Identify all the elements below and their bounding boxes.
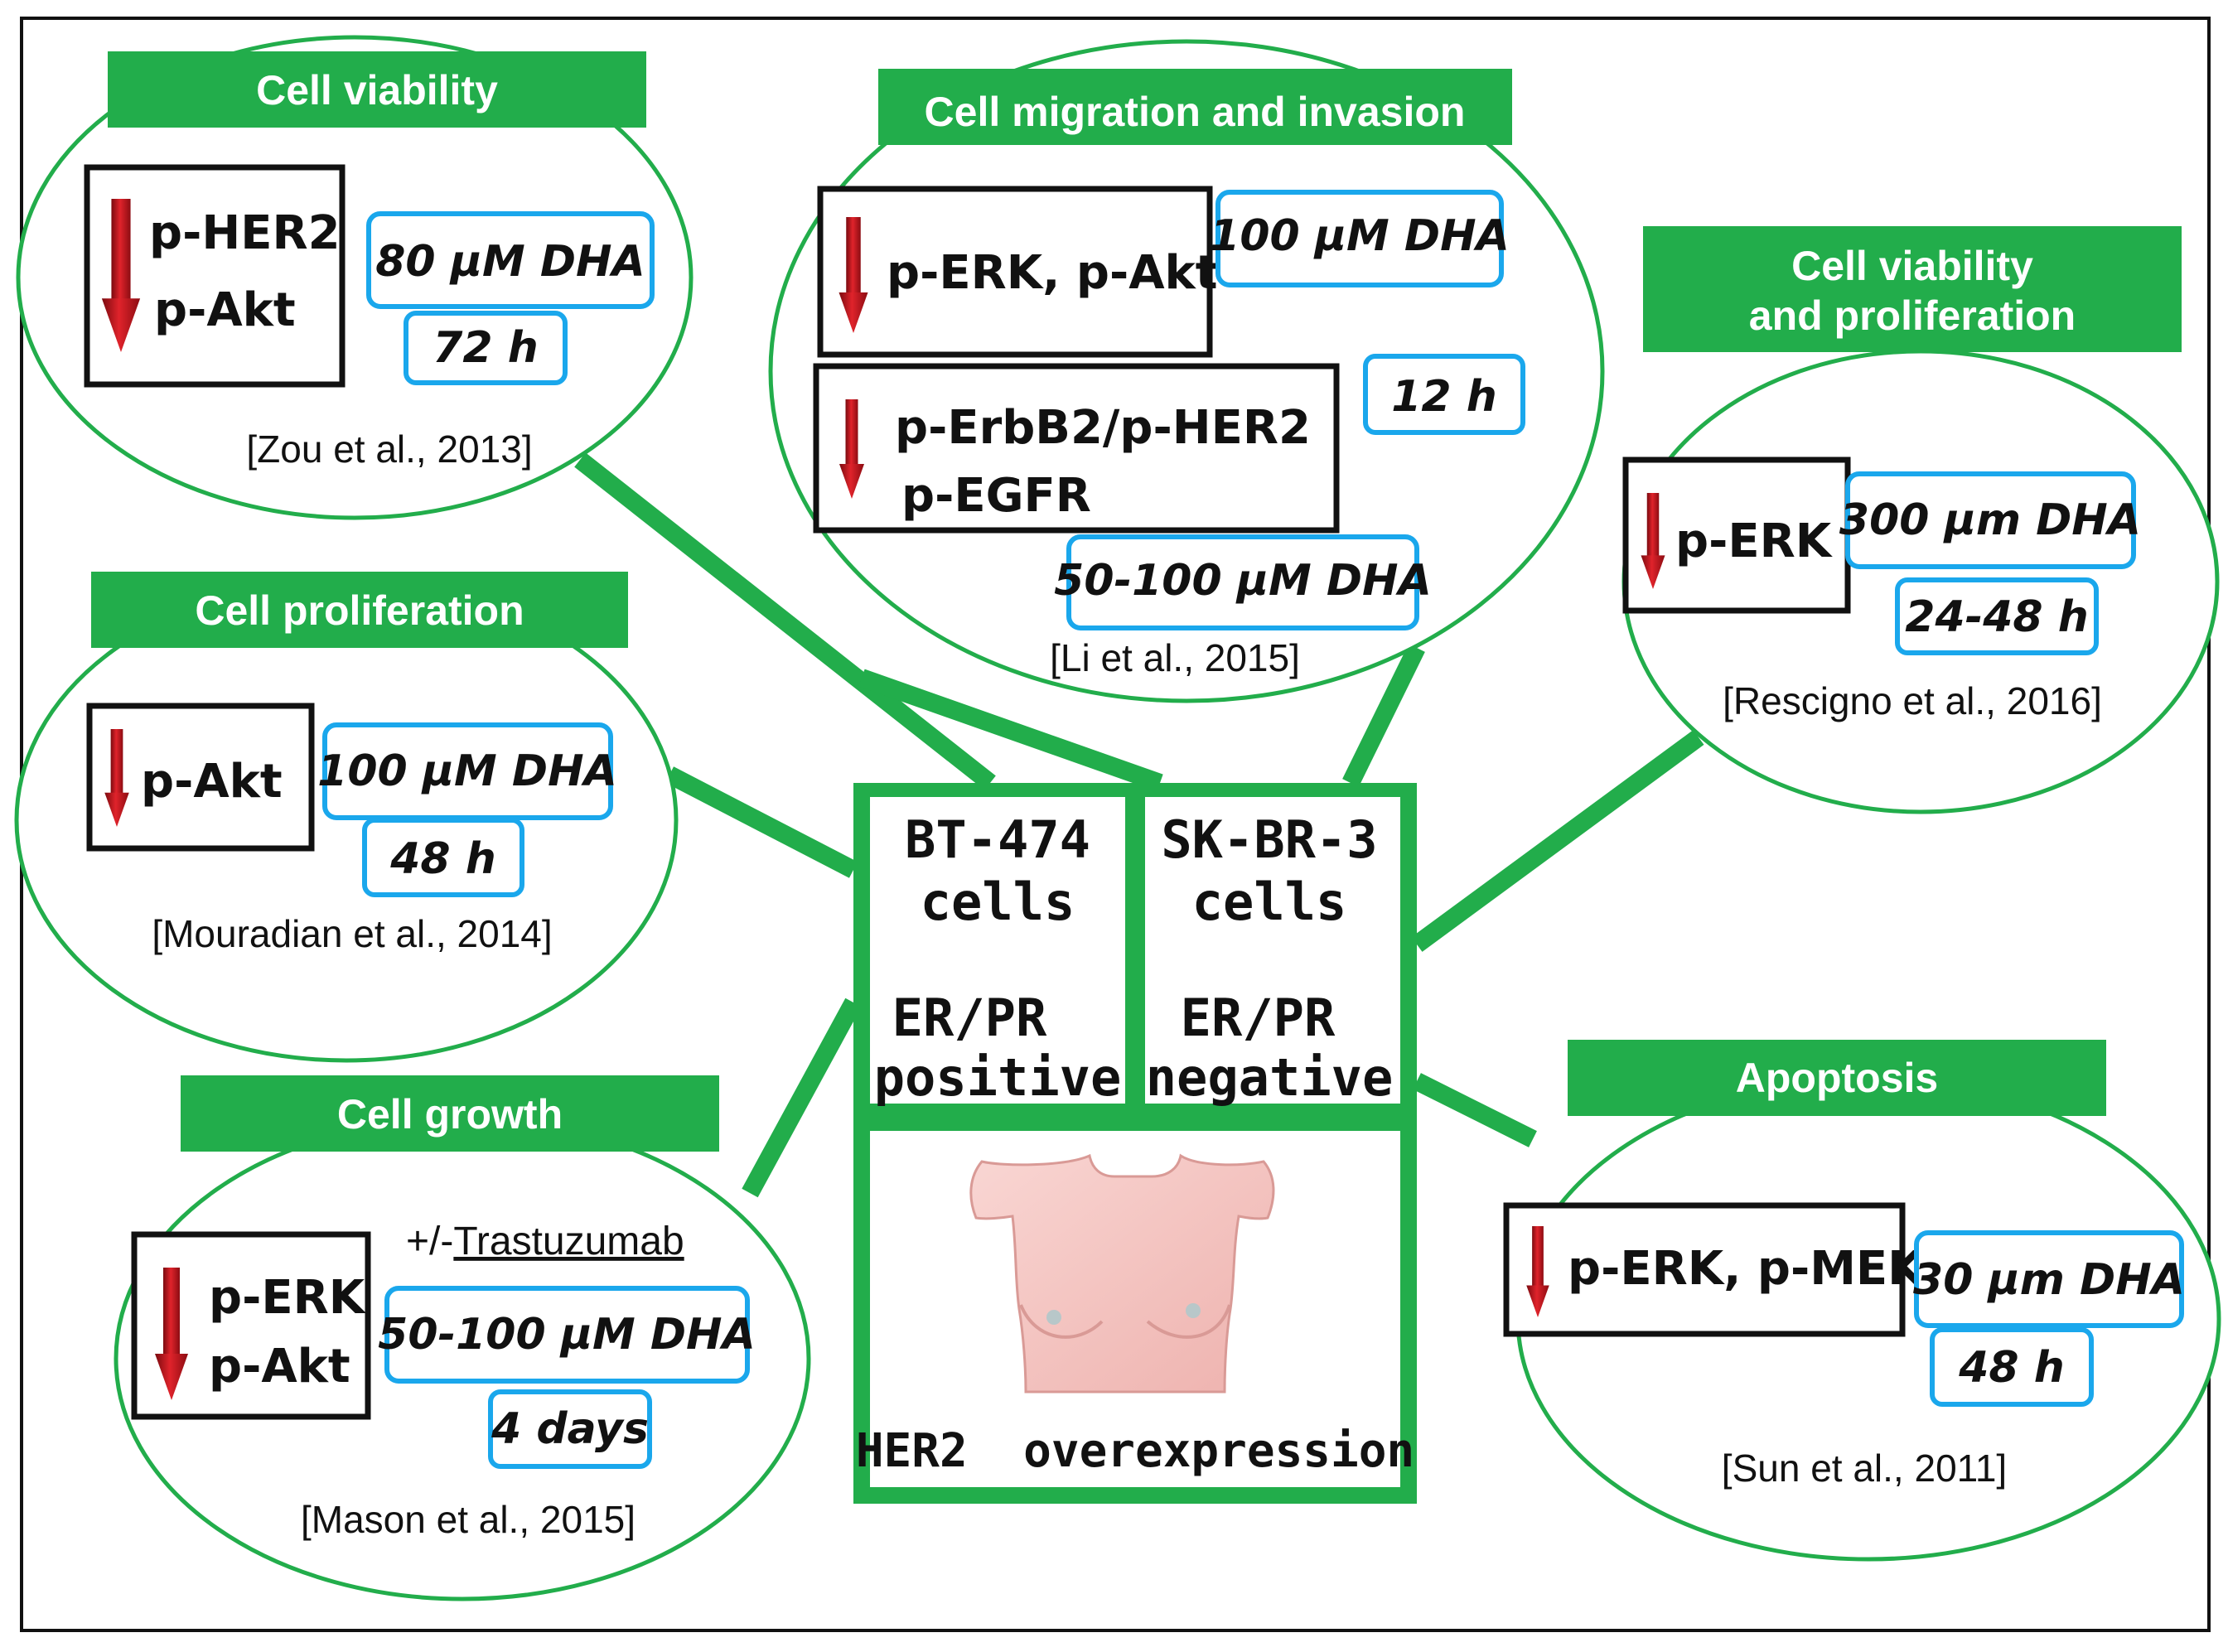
li-marker-box-b (813, 363, 1340, 534)
rescigno-time-box (1895, 577, 2099, 655)
li-dose-b: 50-100 µM DHA (1054, 556, 1432, 606)
zou-title-bar (108, 51, 646, 128)
zou-time: 72 h (433, 323, 539, 373)
mason-title-bar (181, 1075, 719, 1152)
connector-rescigno (1411, 730, 1704, 952)
rescigno-dose: 300 µm DHA (1839, 495, 2141, 545)
panel-li: Cell migration and invasion p-ERK, p-Akt… (768, 39, 1605, 703)
mason-title: Cell growth (337, 1091, 563, 1138)
mason-extra-prefix: +/- (406, 1220, 453, 1263)
zou-time-box (404, 311, 568, 385)
connector-lines (574, 452, 1704, 1198)
bt474-line-2: cells (921, 872, 1075, 932)
panel-rescigno: Cell viability and proliferation p-ERK 3… (1621, 226, 2220, 814)
mouradian-title: Cell proliferation (195, 587, 524, 634)
zou-marker-1: p-HER2 (149, 206, 341, 260)
skbr3-line-4: negative (1146, 1047, 1394, 1108)
mason-time-box (488, 1389, 652, 1469)
li-marker-b1: p-ErbB2/p-HER2 (895, 401, 1311, 455)
skbr3-line-2: cells (1192, 872, 1347, 932)
connector-li-a (858, 669, 1163, 792)
sun-time-box (1930, 1327, 2094, 1407)
bt474-line-4: positive (874, 1047, 1122, 1108)
mason-dose: 50-100 µM DHA (378, 1310, 756, 1360)
rescigno-title-1: Cell viability (1791, 243, 2033, 289)
rescigno-reference: [Rescigno et al., 2016] (1723, 679, 2102, 722)
mouradian-time-box (362, 818, 524, 897)
sun-marker: p-ERK, p-MEK (1568, 1242, 1926, 1296)
mouradian-time: 48 h (389, 834, 496, 884)
bt474-cell (870, 797, 1125, 1104)
li-dose-b-box (1066, 534, 1419, 630)
zou-title: Cell viability (256, 67, 498, 114)
panel-sun: Apoptosis p-ERK, p-MEK 30 µm DHA 48 h [S… (1503, 1040, 2221, 1562)
sun-dose: 30 µm DHA (1913, 1255, 2185, 1305)
rescigno-title-2: and proliferation (1749, 292, 2076, 339)
li-time: 12 h (1391, 372, 1497, 422)
connector-mason (742, 997, 862, 1198)
sun-time: 48 h (1958, 1343, 2065, 1393)
li-marker-b2: p-EGFR (901, 469, 1091, 523)
zou-reference: [Zou et al., 2013] (246, 427, 532, 471)
her2-label: HER2 overexpression (856, 1424, 1414, 1478)
bt474-line-3: ER/PR (892, 988, 1047, 1048)
li-dose-a-box (1215, 190, 1504, 287)
cell-lines-block: BT-474 cells ER/PR positive SK-BR-3 cell… (853, 783, 1417, 1504)
sun-reference: [Sun et al., 2011] (1722, 1447, 2007, 1490)
rescigno-time: 24-48 h (1905, 592, 2088, 642)
mason-extra-word: Trastuzumab (453, 1220, 684, 1263)
connector-li-b (1342, 644, 1425, 787)
connector-zou (574, 452, 996, 790)
mouradian-reference: [Mouradian et al., 2014] (152, 912, 552, 955)
connector-sun (1413, 1073, 1537, 1147)
sun-title: Apoptosis (1736, 1055, 1938, 1101)
bt474-line-1: BT-474 (905, 809, 1090, 870)
sun-dose-box (1914, 1230, 2184, 1328)
skbr3-cell (1145, 797, 1400, 1104)
torso-nipple-right (1186, 1303, 1201, 1318)
connector-mouradian (665, 766, 858, 878)
mason-time: 4 days (491, 1404, 649, 1454)
skbr3-line-3: ER/PR (1181, 988, 1336, 1048)
sun-title-bar (1568, 1040, 2106, 1116)
panel-zou: Cell viability p-HER2 p-Akt 80 µM DHA 72… (16, 35, 694, 520)
mouradian-marker: p-Akt (141, 755, 283, 809)
sun-marker-box (1503, 1202, 1906, 1337)
li-title: Cell migration and invasion (925, 89, 1466, 135)
mouradian-title-bar (91, 572, 628, 648)
mason-extra: +/-Trastuzumab (406, 1220, 684, 1263)
mouradian-marker-box (86, 703, 315, 852)
mason-reference: [Mason et al., 2015] (301, 1498, 636, 1541)
panel-mouradian: Cell proliferation p-Akt 100 µM DHA 48 h… (14, 572, 679, 1063)
zou-dose-box (366, 211, 655, 309)
torso-breast-right (1146, 1304, 1231, 1339)
panel-mason: Cell growth p-ERK p-Akt +/-Trastuzumab 5… (114, 1075, 811, 1601)
torso-nipple-left (1046, 1310, 1061, 1325)
torso-breast-left (1019, 1304, 1104, 1339)
rescigno-dose-box (1845, 471, 2136, 569)
zou-dose: 80 µM DHA (375, 237, 645, 287)
skbr3-line-1: SK-BR-3 (1161, 809, 1377, 870)
li-dose-a: 100 µM DHA (1210, 211, 1510, 261)
mason-marker-1: p-ERK (209, 1271, 367, 1325)
mason-dose-box (384, 1286, 750, 1384)
li-time-box (1363, 354, 1525, 435)
zou-marker-2: p-Akt (154, 283, 296, 337)
rescigno-marker-box (1622, 456, 1851, 614)
li-marker-a: p-ERK, p-Akt (887, 246, 1218, 300)
zou-ellipse (16, 35, 694, 520)
li-reference: [Li et al., 2015] (1050, 636, 1300, 679)
female-torso-icon (969, 1153, 1275, 1394)
mouradian-dose: 100 µM DHA (317, 746, 617, 796)
rescigno-title-bar (1643, 226, 2182, 352)
li-marker-box-a (817, 186, 1213, 358)
li-title-bar (878, 69, 1512, 145)
mason-marker-2: p-Akt (209, 1340, 350, 1394)
rescigno-marker: p-ERK (1675, 514, 1834, 568)
